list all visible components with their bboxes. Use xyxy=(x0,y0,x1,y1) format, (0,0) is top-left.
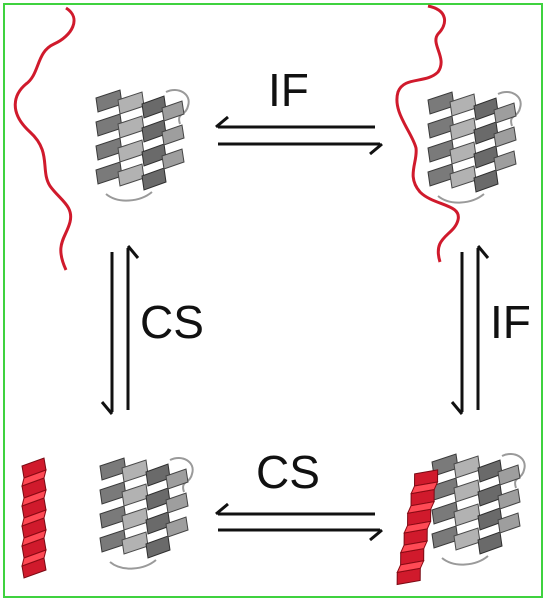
disordered-peptide xyxy=(13,6,76,271)
label-top-if: IF xyxy=(268,64,309,116)
protein-helix-bundle xyxy=(427,90,522,204)
helical-peptide xyxy=(394,465,441,589)
arrow-bottom-pair xyxy=(215,502,383,542)
frame-border xyxy=(3,3,543,598)
label-bottom-cs: CS xyxy=(256,446,320,498)
state-top-left xyxy=(13,6,190,271)
disordered-peptide xyxy=(395,4,460,263)
state-top-right xyxy=(395,4,522,263)
equilibrium-arrows xyxy=(100,115,490,542)
arrow-top-pair xyxy=(215,115,383,156)
peptide-tail xyxy=(399,571,417,583)
arrow-right-pair xyxy=(450,245,490,415)
protein-helix-bundle xyxy=(431,452,526,566)
state-bottom-right xyxy=(394,452,526,589)
protein-helix-bundle xyxy=(99,456,194,570)
label-right-if: IF xyxy=(490,296,531,348)
state-bottom-left xyxy=(21,456,194,579)
protein-helix-bundle xyxy=(95,88,190,202)
helical-peptide xyxy=(21,457,47,579)
label-left-cs: CS xyxy=(140,296,204,348)
arrow-left-pair xyxy=(100,245,140,415)
